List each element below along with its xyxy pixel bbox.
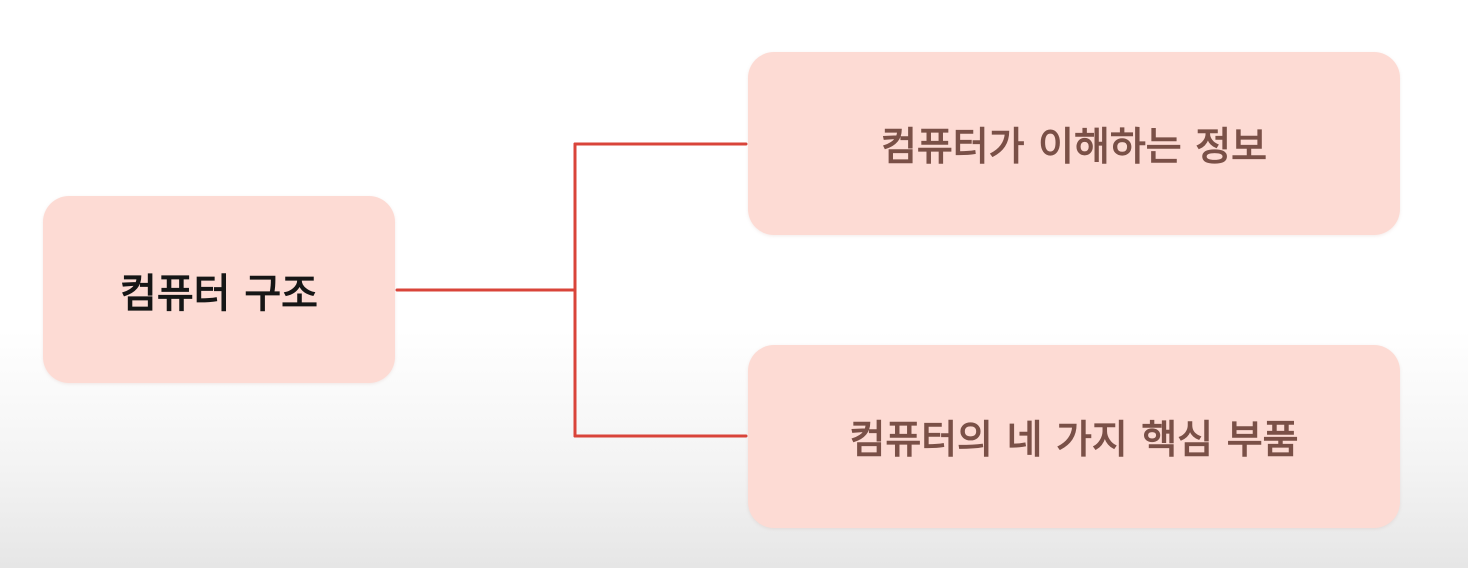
child-node-core-components: 컴퓨터의 네 가지 핵심 부품: [748, 345, 1400, 528]
child-node-computer-information: 컴퓨터가 이해하는 정보: [748, 52, 1400, 235]
root-node-computer-architecture: 컴퓨터 구조: [43, 196, 395, 383]
child-node-label: 컴퓨터가 이해하는 정보: [881, 124, 1267, 170]
root-node-label: 컴퓨터 구조: [120, 270, 318, 317]
child-node-label: 컴퓨터의 네 가지 핵심 부품: [849, 417, 1299, 463]
